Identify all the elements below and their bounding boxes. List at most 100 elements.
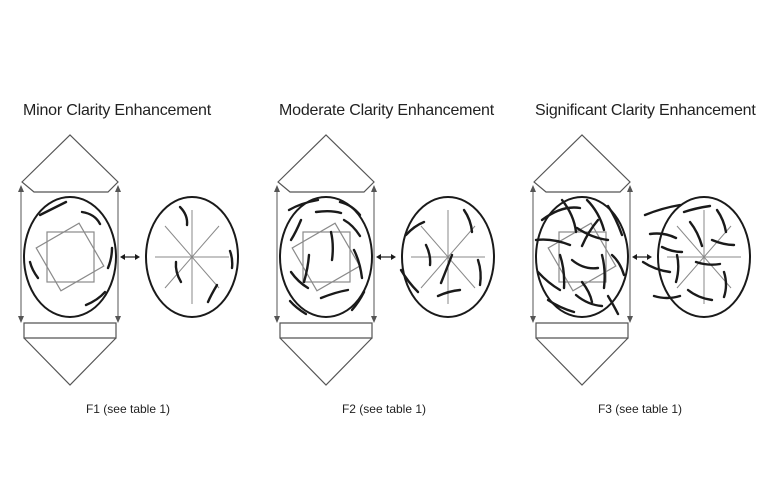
arrowhead-icon: [632, 254, 637, 260]
table-facet-diamond: [291, 222, 361, 292]
girdle-band: [535, 322, 629, 339]
fracture-line: [580, 218, 600, 248]
fracture-line: [287, 198, 320, 212]
panel-title: Minor Clarity Enhancement: [23, 102, 211, 119]
girdle-band: [23, 322, 117, 339]
fracture-line: [342, 218, 362, 238]
fracture-line: [439, 253, 454, 285]
fracture-line: [352, 248, 364, 280]
fracture-line: [600, 253, 606, 290]
pavilion-profile: [279, 337, 373, 386]
fracture-line: [580, 280, 594, 304]
fracture-line: [546, 298, 576, 314]
pavilion-facet-line: [164, 225, 220, 289]
arrowhead-icon: [391, 254, 396, 260]
fracture-line: [206, 283, 219, 304]
fracture-line: [228, 249, 234, 270]
fracture-line: [338, 200, 362, 217]
arrowhead-icon: [274, 316, 280, 323]
fracture-line: [289, 270, 310, 290]
girdle-band: [279, 322, 373, 339]
fracture-line: [436, 288, 462, 298]
fracture-line: [694, 260, 722, 266]
fracture-line: [106, 246, 114, 270]
fracture-line: [674, 253, 680, 284]
fracture-line: [534, 238, 572, 247]
fracture-line: [652, 294, 682, 300]
pavilion-profile: [23, 337, 117, 386]
fracture-line: [558, 253, 566, 290]
panel-moderate: Moderate Clarity Enhancement F2 (see tab…: [256, 0, 512, 496]
fracture-line: [399, 268, 420, 294]
fracture-line: [404, 220, 426, 237]
fracture-line: [319, 288, 350, 300]
fracture-line: [80, 210, 102, 226]
panel-caption: F3 (see table 1): [597, 402, 683, 416]
fracture-line: [575, 226, 610, 242]
fracture-line: [288, 299, 308, 316]
arrowhead-icon: [274, 185, 280, 192]
fracture-line: [688, 220, 704, 248]
fracture-line: [178, 205, 189, 227]
fracture-line: [722, 270, 728, 299]
panel-caption: F1 (see table 1): [85, 402, 171, 416]
arrowhead-icon: [115, 316, 121, 323]
fracture-line: [585, 198, 606, 232]
fracture-line: [560, 198, 578, 234]
fracture-line: [686, 288, 714, 302]
fracture-line: [660, 245, 684, 254]
arrowhead-icon: [627, 185, 633, 192]
arrowhead-icon: [627, 316, 633, 323]
fracture-line: [38, 200, 68, 217]
pavilion-facet-line: [420, 225, 476, 289]
fracture-line: [424, 243, 432, 267]
fracture-line: [350, 290, 366, 312]
fracture-line: [462, 208, 474, 234]
gem-illustration: [530, 134, 751, 386]
panel-significant: Significant Clarity Enhancement F3 (see …: [512, 0, 768, 496]
fracture-line: [715, 208, 728, 234]
arrowhead-icon: [115, 185, 121, 192]
arrowhead-icon: [371, 316, 377, 323]
crown-profile: [533, 134, 631, 193]
crown-profile: [277, 134, 375, 193]
table-facet-diamond: [547, 222, 617, 292]
gem-illustration: [18, 134, 239, 386]
fracture-line: [289, 218, 303, 242]
crown-profile: [21, 134, 119, 193]
fracture-line: [329, 230, 334, 262]
gem-face-up-outline: [23, 196, 117, 318]
fracture-line: [643, 203, 682, 217]
fracture-line: [476, 258, 482, 287]
table-facet-diamond: [35, 222, 105, 292]
fracture-line: [682, 204, 712, 214]
arrowhead-icon: [18, 185, 24, 192]
panel-title: Moderate Clarity Enhancement: [279, 102, 494, 119]
gem-illustration: [274, 134, 495, 386]
arrowhead-icon: [530, 316, 536, 323]
fracture-line: [570, 258, 600, 270]
gem-face-up-outline: [279, 196, 373, 318]
panel-caption: F2 (see table 1): [341, 402, 427, 416]
fracture-line: [536, 270, 562, 292]
arrowhead-icon: [647, 254, 652, 260]
arrowhead-icon: [18, 316, 24, 323]
pavilion-profile: [535, 337, 629, 386]
fracture-line: [540, 206, 582, 222]
fracture-line: [28, 260, 40, 280]
fracture-line: [574, 293, 604, 308]
table-facet-square: [46, 231, 95, 283]
arrowhead-icon: [530, 185, 536, 192]
arrowhead-icon: [376, 254, 381, 260]
fracture-line: [174, 260, 183, 284]
fracture-line: [302, 253, 311, 284]
arrowhead-icon: [120, 254, 125, 260]
fracture-line: [606, 204, 624, 237]
fracture-line: [610, 253, 626, 277]
table-facet-square: [302, 231, 351, 283]
arrowhead-icon: [371, 185, 377, 192]
fracture-line: [606, 294, 620, 316]
fracture-line: [648, 232, 678, 240]
fracture-line: [84, 290, 107, 307]
fracture-line: [314, 210, 343, 215]
